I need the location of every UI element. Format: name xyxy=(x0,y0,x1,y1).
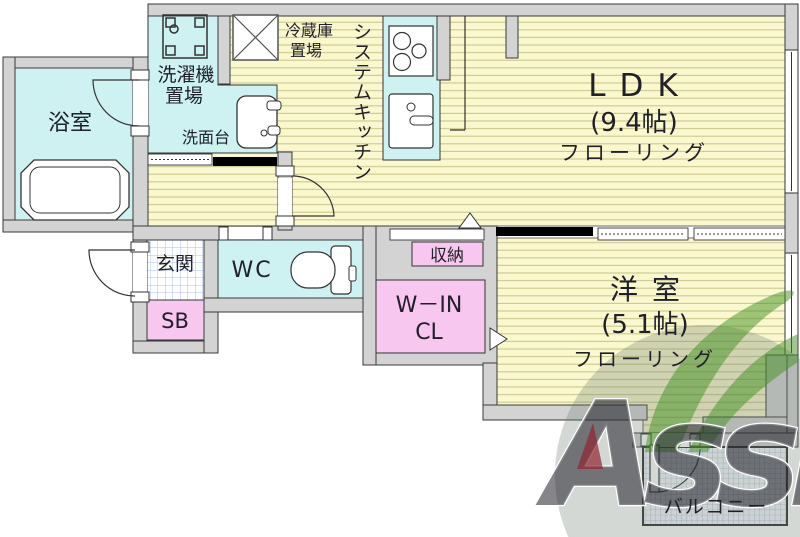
vanity-label: 洗面台 xyxy=(182,128,230,147)
balcony-label: バルコニー xyxy=(664,496,769,518)
toilet xyxy=(290,245,357,295)
vanity-sink xyxy=(236,95,282,149)
windows xyxy=(784,49,799,356)
western-room-floor-label: フローリング xyxy=(573,347,717,371)
fridge-label-line2: 置場 xyxy=(290,41,322,60)
fridge-label-line1: 冷蔵庫 xyxy=(285,21,333,40)
bathroom-label: 浴室 xyxy=(48,111,92,136)
room-labels: 浴室 洗濯機 置場 洗面台 冷蔵庫 置場 システムキッチン LDK (9.4帖)… xyxy=(48,21,769,518)
storage-label: 収納 xyxy=(430,246,464,266)
counter-edge-line xyxy=(450,16,466,131)
black-wall-bars xyxy=(213,157,593,236)
watermark-text: Assist xyxy=(535,371,800,537)
kitchen-label: システムキッチン xyxy=(350,22,372,182)
closet-opening-marker xyxy=(489,327,508,351)
shoebox-label: SB xyxy=(161,309,189,333)
wc-label: WC xyxy=(231,258,272,283)
storage-front xyxy=(389,228,485,241)
walkin-closet-box xyxy=(375,279,486,354)
ldk-size-label: (9.4帖) xyxy=(590,108,678,138)
washing-machine-icon xyxy=(162,14,208,59)
watermark-leaf-2 xyxy=(688,334,798,452)
refrigerator-space-icon xyxy=(232,14,279,61)
bathroom-door xyxy=(92,69,150,137)
kitchen-sink xyxy=(388,93,434,149)
closet-label-line2: CL xyxy=(415,320,443,345)
watermark-red-accent xyxy=(577,423,603,469)
laundry-label-line2: 置場 xyxy=(165,85,203,107)
western-room-size-label: (5.1帖) xyxy=(601,310,689,340)
wc-doorway xyxy=(218,226,273,241)
entrance-label: 玄関 xyxy=(156,253,194,275)
storage-box xyxy=(411,241,484,267)
closet-label-line1: W－IN xyxy=(396,293,463,318)
entrance-door xyxy=(88,241,150,303)
ldk-floor-label: フローリング xyxy=(559,141,709,165)
watermark-leaf xyxy=(645,290,794,452)
hall-door xyxy=(275,165,335,227)
western-room-label: 洋室 xyxy=(610,273,694,306)
ldk-label: LDK xyxy=(588,68,691,104)
storage-opening-marker xyxy=(458,212,482,229)
bathtub xyxy=(20,159,130,221)
laundry-label-line1: 洗濯機 xyxy=(157,64,214,86)
sliding-doors xyxy=(147,153,786,241)
stove xyxy=(388,25,434,77)
assist-watermark: Assist xyxy=(534,290,800,537)
balcony-area xyxy=(642,446,788,526)
